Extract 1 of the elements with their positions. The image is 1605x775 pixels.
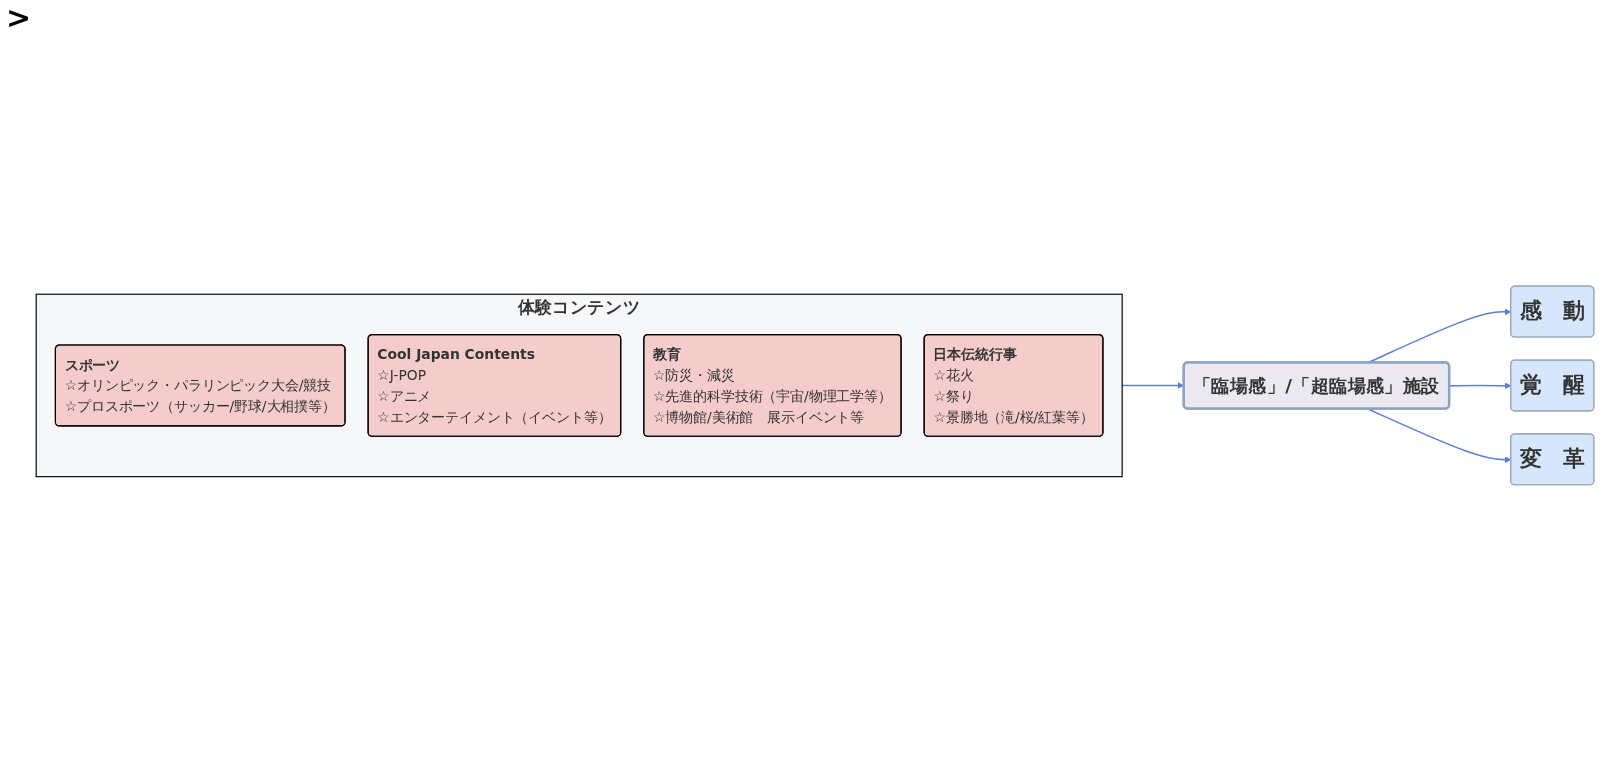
note-text: > [6, 0, 32, 35]
